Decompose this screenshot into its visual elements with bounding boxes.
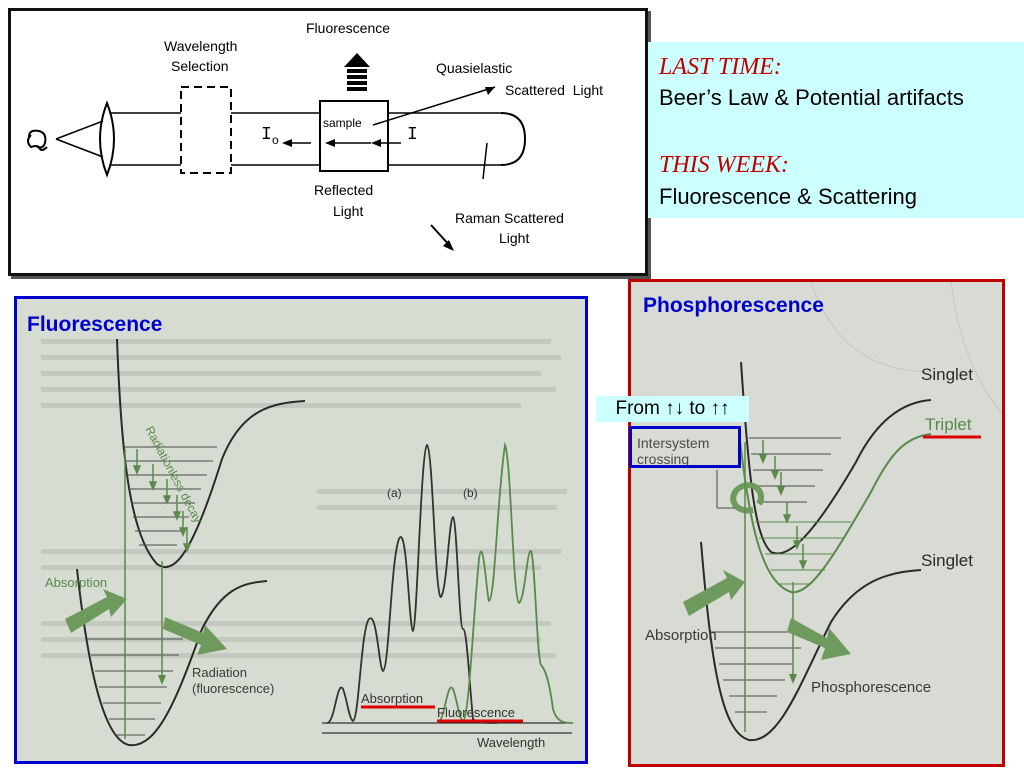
- phosphorescence-arrow-icon: [787, 618, 851, 660]
- i0-subscript: o: [272, 133, 279, 147]
- sample-cuvette: [319, 100, 389, 172]
- reflected-label: Reflected: [314, 182, 373, 198]
- fluorescence-title: Fluorescence: [27, 313, 163, 336]
- wavelength-axis-label: Wavelength: [477, 735, 545, 750]
- phosphorescence-title: Phosphorescence: [643, 294, 824, 317]
- phosphorescence-label: Phosphorescence: [811, 679, 931, 696]
- sample-label: sample: [323, 116, 362, 130]
- scattered-light-label: Scattered Light: [505, 82, 603, 98]
- lamp-icon: [27, 120, 104, 158]
- spectrum-absorption-label: Absorption: [361, 691, 423, 706]
- this-week-text: Fluorescence & Scattering: [659, 184, 918, 209]
- crossing-label: crossing: [637, 451, 689, 467]
- apparatus-diagram: Fluorescence Wavelength Selection Quasie…: [8, 8, 648, 276]
- absorption-label: Absorption: [645, 627, 717, 644]
- absorption-arrow-icon: [683, 570, 745, 616]
- intersystem-label: Intersystem: [637, 435, 709, 451]
- intersystem-crossing-highlight: [629, 426, 741, 468]
- radiation-label: Radiation: [192, 665, 247, 680]
- phosphorescence-diagram: Singlet Triplet Singlet Intersystem cros…: [637, 282, 1002, 742]
- raman-light-label: Light: [499, 230, 529, 246]
- fluorescence-panel: Radiationless decay Absorption Radiation…: [14, 296, 588, 764]
- wavelength-label: Wavelength: [164, 38, 237, 54]
- reflected-light-label: Light: [333, 203, 363, 219]
- spin-flip-note: From ↑↓ to ↑↑: [596, 396, 749, 422]
- background-text-texture: [41, 339, 567, 658]
- this-week-heading: THIS WEEK:: [659, 152, 789, 178]
- i-label: I: [407, 125, 418, 145]
- raman-label: Raman Scattered: [455, 210, 564, 226]
- fluorescence-label: Fluorescence: [306, 20, 390, 36]
- singlet-bottom-label: Singlet: [921, 551, 973, 570]
- detector-icon: [500, 112, 527, 166]
- intersystem-loop-icon: [730, 482, 764, 514]
- last-time-text: Beer’s Law & Potential artifacts: [659, 85, 964, 110]
- fluorescence-diagram: Radiationless decay Absorption Radiation…: [41, 338, 574, 750]
- quasielastic-label: Quasielastic: [436, 60, 512, 76]
- triplet-label: Triplet: [925, 415, 972, 434]
- spectrum-fluorescence-label: Fluorescence: [437, 705, 515, 720]
- spectrum-a-label: (a): [387, 486, 402, 500]
- absorption-label: Absorption: [45, 575, 107, 590]
- spectrum-b-label: (b): [463, 486, 478, 500]
- radiation-fluorescence-label: (fluorescence): [192, 681, 274, 696]
- radiation-arrow-icon: [163, 617, 227, 655]
- i0-label: I: [261, 125, 272, 145]
- lens-icon: [99, 100, 115, 178]
- notes-box: LAST TIME: Beer’s Law & Potential artifa…: [648, 42, 1024, 218]
- apparatus-svg: Fluorescence Wavelength Selection Quasie…: [27, 20, 603, 251]
- absorption-arrow-icon: [65, 589, 127, 633]
- singlet-top-label: Singlet: [921, 365, 973, 384]
- phosphorescence-panel: Singlet Triplet Singlet Intersystem cros…: [628, 279, 1005, 767]
- fluorescence-arrow-icon: [344, 53, 370, 91]
- last-time-heading: LAST TIME:: [659, 54, 782, 80]
- absorption-spectrum: [326, 443, 498, 724]
- selection-label: Selection: [171, 58, 229, 74]
- fluorescence-spectrum: [436, 441, 574, 724]
- wavelength-selection-box: [180, 86, 232, 174]
